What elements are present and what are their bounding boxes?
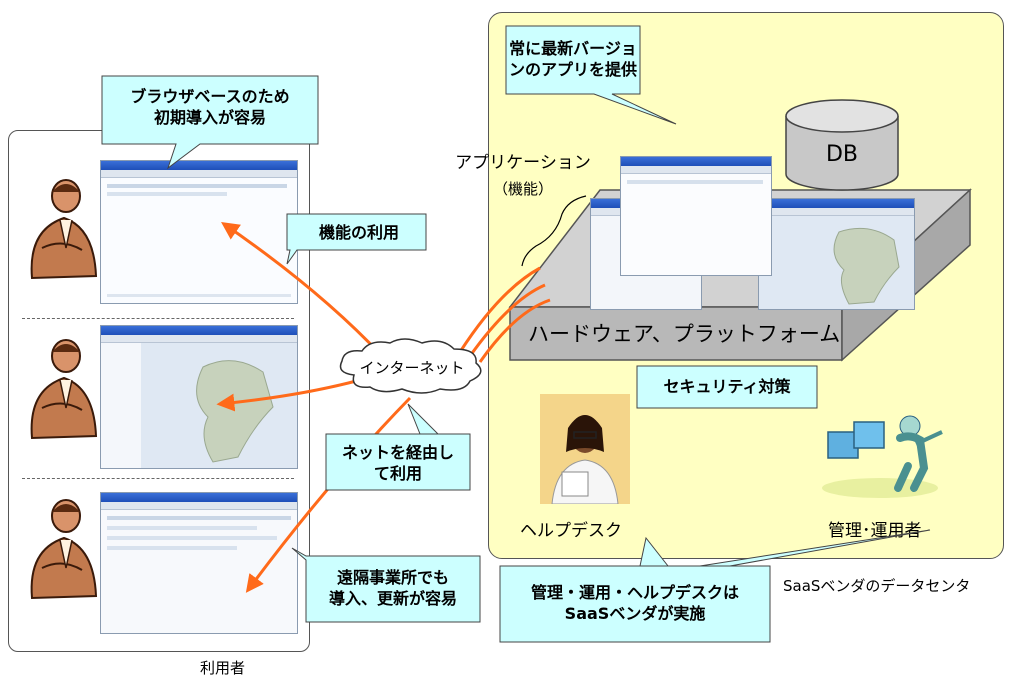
database-icon — [785, 99, 899, 191]
divider — [22, 318, 294, 319]
callout-line: ンのアプリを提供 — [508, 60, 637, 79]
user-figure-icon — [30, 339, 98, 440]
admin-figure-icon — [822, 415, 943, 498]
callout-line: SaaSベンダが実施 — [564, 604, 706, 623]
browser-screenshot — [100, 325, 298, 469]
application-label: アプリケーション （機能） — [448, 150, 598, 202]
internet-cloud-icon — [339, 338, 482, 394]
user-figure-icon — [30, 179, 98, 280]
callout-feature-use: 機能の利用 — [318, 223, 399, 242]
callout-latest-version: 常に最新バージョ ンのアプリを提供 — [506, 38, 640, 80]
callout-line: 導入、更新が容易 — [328, 589, 457, 608]
datacenter-caption: SaaSベンダのデータセンタ — [783, 577, 971, 595]
callout-security: セキュリティ対策 — [663, 377, 791, 396]
callout-line: 常に最新バージョ — [509, 39, 637, 58]
divider — [22, 478, 294, 479]
callout-remote-office: 遠隔事業所でも 導入、更新が容易 — [306, 567, 480, 609]
hardware-label: ハードウェア、プラットフォーム — [528, 322, 841, 346]
callout-line: 遠隔事業所でも — [336, 568, 449, 587]
callout-line: 初期導入が容易 — [153, 108, 266, 127]
callout-browser-based: ブラウザベースのため 初期導入が容易 — [102, 86, 318, 128]
db-label: DB — [825, 142, 859, 167]
callout-line: て利用 — [373, 464, 422, 483]
callout-vendor-ops: 管理・運用・ヘルプデスクは SaaSベンダが実施 — [500, 582, 770, 624]
browser-screenshot — [100, 160, 298, 304]
helpdesk-label: ヘルプデスク — [520, 521, 622, 541]
app-window — [758, 198, 915, 310]
internet-label: インターネット — [359, 359, 465, 377]
callout-line: 管理・運用・ヘルプデスクは — [530, 583, 739, 602]
helpdesk-figure — [540, 394, 630, 505]
helpdesk-person-icon — [551, 415, 619, 505]
users-caption: 利用者 — [200, 659, 246, 677]
application-label-line: （機能） — [492, 180, 553, 198]
application-bracket — [521, 195, 587, 267]
callout-via-network: ネットを経由し て利用 — [326, 442, 470, 484]
app-window — [620, 156, 772, 276]
user-figure-icon — [30, 499, 98, 600]
browser-screenshot — [100, 492, 298, 634]
application-label-line: アプリケーション — [455, 153, 591, 173]
callout-line: ネットを経由し — [341, 443, 454, 462]
callout-line: ブラウザベースのため — [130, 87, 290, 106]
